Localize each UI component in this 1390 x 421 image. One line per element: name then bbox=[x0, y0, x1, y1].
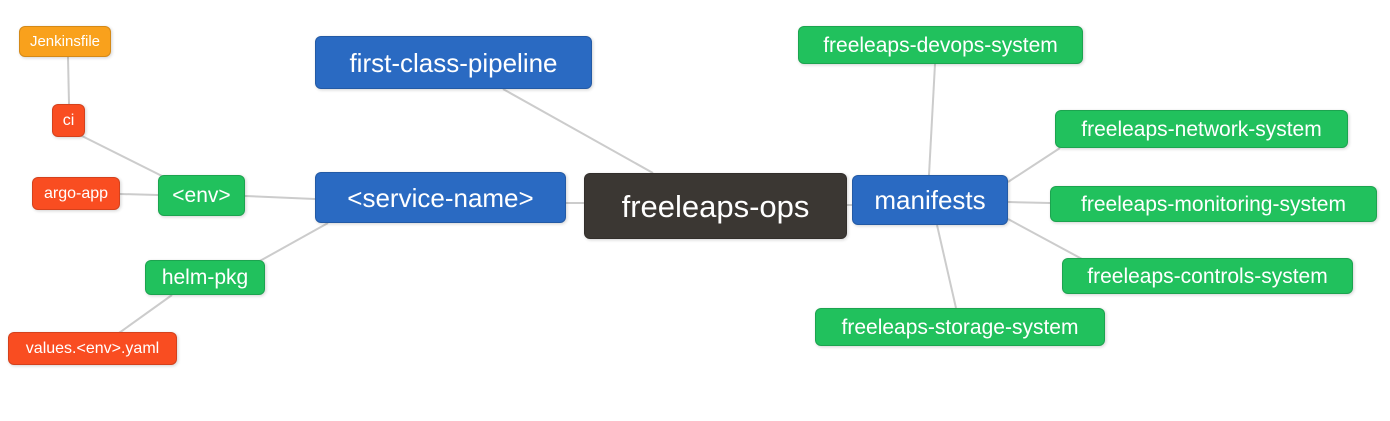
edge-ci-to-jenkinsfile bbox=[67, 56, 70, 105]
edge-helm-pkg-to-values-env-yaml bbox=[118, 294, 173, 334]
edge-env-to-argo-app bbox=[119, 193, 159, 196]
node-freeleaps-ops[interactable]: freeleaps-ops bbox=[584, 173, 847, 239]
edge-manifests-to-network-system bbox=[1007, 147, 1061, 183]
node-first-class-pipeline[interactable]: first-class-pipeline bbox=[315, 36, 592, 89]
edge-manifests-to-controls-system bbox=[1007, 218, 1083, 260]
node-freeleaps-controls-system[interactable]: freeleaps-controls-system bbox=[1062, 258, 1353, 294]
node-values-env-yaml[interactable]: values.<env>.yaml bbox=[8, 332, 177, 365]
node-helm-pkg[interactable]: helm-pkg bbox=[145, 260, 265, 295]
edge-ops-to-first-class-pipeline bbox=[502, 88, 654, 174]
node-freeleaps-storage-system[interactable]: freeleaps-storage-system bbox=[815, 308, 1105, 346]
edge-manifests-to-monitoring-system bbox=[1007, 201, 1051, 204]
node-jenkinsfile[interactable]: Jenkinsfile bbox=[19, 26, 111, 57]
edge-env-to-ci bbox=[79, 134, 169, 180]
node-freeleaps-network-system[interactable]: freeleaps-network-system bbox=[1055, 110, 1348, 148]
edge-manifests-to-storage-system bbox=[936, 224, 957, 309]
node-argo-app[interactable]: argo-app bbox=[32, 177, 120, 210]
node-ci[interactable]: ci bbox=[52, 104, 85, 137]
node-manifests[interactable]: manifests bbox=[852, 175, 1008, 225]
edge-manifests-to-devops-system bbox=[928, 63, 936, 176]
node-service-name[interactable]: <service-name> bbox=[315, 172, 566, 223]
edge-service-name-to-env bbox=[244, 195, 316, 200]
node-env[interactable]: <env> bbox=[158, 175, 245, 216]
node-freeleaps-devops-system[interactable]: freeleaps-devops-system bbox=[798, 26, 1083, 64]
edge-service-name-to-helm-pkg bbox=[257, 222, 329, 263]
node-freeleaps-monitoring-system[interactable]: freeleaps-monitoring-system bbox=[1050, 186, 1377, 222]
